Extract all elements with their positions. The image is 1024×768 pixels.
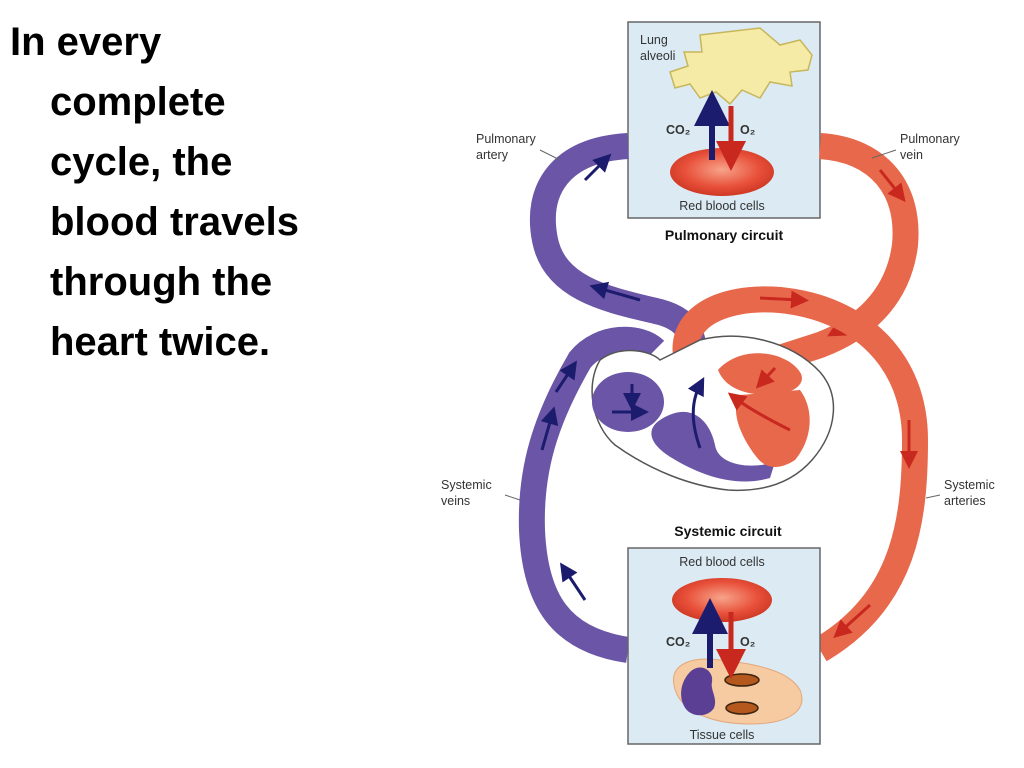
text-line: through the [50, 260, 273, 304]
flow-arrow [833, 603, 872, 639]
pulmonary-vein-label-2: vein [900, 148, 923, 162]
flow-arrow [759, 290, 809, 309]
flow-arrow [554, 360, 577, 393]
leader-line [925, 494, 941, 499]
text-line: blood travels [50, 200, 299, 244]
co2-label-top: CO₂ [666, 123, 690, 137]
systemic-veins-vessel [518, 326, 665, 663]
flow-arrow [560, 562, 587, 601]
lung-alveoli-shape [669, 27, 813, 106]
lung-label-2: alveoli [640, 49, 675, 63]
systemic-veins-label-2: veins [441, 494, 470, 508]
systemic-veins-label-1: Systemic [441, 478, 492, 492]
red-cells-bottom-label: Red blood cells [679, 555, 764, 569]
red-blood-cell-top [670, 148, 774, 196]
right-atrium [592, 372, 664, 432]
leader-line [871, 149, 897, 159]
lung-label-1: Lung [640, 33, 668, 47]
systemic-circuit-label: Systemic circuit [674, 523, 782, 539]
pulmonary-artery-label-1: Pulmonary [476, 132, 536, 146]
flow-arrow [540, 406, 559, 451]
flow-arrow [583, 153, 612, 182]
systemic-arteries-vessel [672, 286, 929, 662]
o2-label-bottom: O₂ [740, 635, 755, 649]
right-ventricle [651, 411, 775, 482]
pulmonary-circuit-label: Pulmonary circuit [665, 227, 784, 243]
flow-arrow [727, 392, 791, 432]
mitochondrion [724, 673, 760, 687]
flow-arrow [755, 366, 777, 389]
tissue-cells-label: Tissue cells [690, 728, 755, 742]
slide-text: In every complete cycle, the blood trave… [10, 12, 370, 372]
red-cells-top-label: Red blood cells [679, 199, 764, 213]
flow-arrow [878, 169, 906, 203]
o2-label-top: O₂ [740, 123, 755, 137]
flow-arrow [687, 377, 705, 449]
text-line: cycle, the [50, 140, 233, 184]
flow-arrow [589, 281, 641, 302]
tissue-nucleus [681, 667, 716, 716]
systemic-arteries-label-2: arteries [944, 494, 986, 508]
mitochondrion [725, 701, 759, 715]
leader-line [539, 149, 561, 161]
pulmonary-vein-label-1: Pulmonary [900, 132, 960, 146]
leader-line [504, 494, 521, 501]
red-blood-cell-bottom [672, 578, 772, 622]
text-line: complete [50, 80, 226, 124]
co2-label-bottom: CO₂ [666, 635, 690, 649]
text-line: In every [10, 20, 162, 64]
text-line: heart twice. [50, 320, 271, 364]
systemic-arteries-label-1: Systemic [944, 478, 995, 492]
pulmonary-artery-label-2: artery [476, 148, 509, 162]
